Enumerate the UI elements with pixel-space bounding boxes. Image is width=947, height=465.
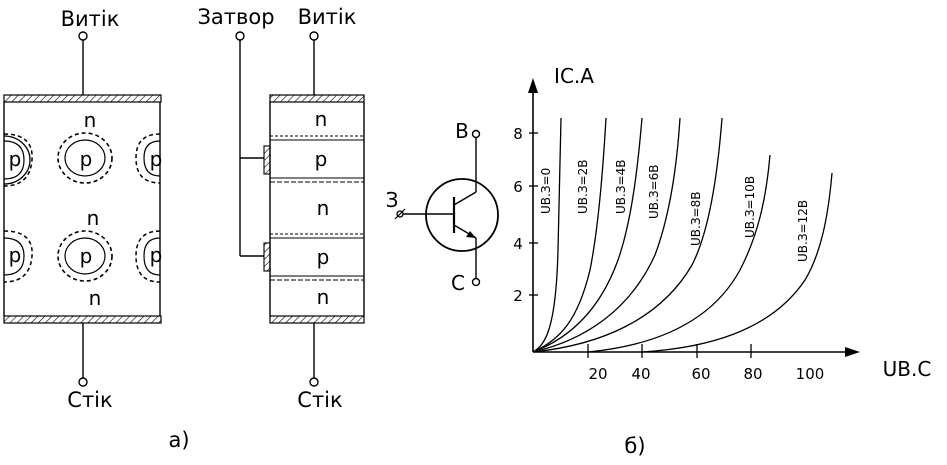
- y-axis-title: IC.A: [554, 64, 594, 88]
- series-curve: [532, 117, 562, 353]
- x-tick-label: 20: [588, 365, 607, 383]
- y-ticks: 2 4 6 8: [513, 125, 538, 305]
- y-tick-label: 8: [513, 125, 523, 143]
- terminal-circle: [471, 129, 481, 139]
- p-region-label: p: [80, 244, 93, 268]
- y-tick-label: 4: [513, 235, 523, 253]
- arrow-icon: [466, 231, 476, 238]
- gate-contact: [263, 145, 271, 175]
- p-region-label: p: [80, 147, 93, 171]
- terminal-circle: [309, 31, 319, 41]
- p-region-label: p: [150, 147, 163, 171]
- x-tick-label: 100: [796, 365, 825, 383]
- p-region-left-edge: [3, 230, 33, 283]
- series-label: UВ.З=2В: [576, 160, 590, 214]
- series-label: UВ.З=6В: [647, 165, 661, 219]
- series-curve: [532, 117, 723, 353]
- series-curve: [532, 117, 607, 353]
- source-terminal-label: В: [455, 119, 469, 143]
- output-characteristics-chart: IC.A UВ.С 2 4 6 8 20 40 60 80 100 UВ.З=0 UВ.З=2В…: [513, 64, 931, 383]
- y-axis-arrow-icon: [528, 78, 538, 93]
- p-region-right-edge: [135, 230, 161, 283]
- x-tick-label: 40: [631, 365, 650, 383]
- series-curve: [532, 117, 643, 353]
- transistor-symbol: В С З: [386, 119, 499, 295]
- layer-label: n: [315, 107, 328, 131]
- layer-label: n: [317, 285, 330, 309]
- drain-terminal-label: С: [451, 271, 465, 295]
- series-curve: [587, 154, 771, 353]
- x-tick-label: 80: [743, 365, 762, 383]
- gate-slash: [394, 208, 406, 220]
- jfet-structure-right: Затвор Витік Стік n p n: [197, 5, 365, 412]
- series-curve: [532, 117, 681, 353]
- n-region-label: n: [84, 108, 97, 132]
- p-region-label: p: [9, 243, 22, 267]
- terminal-circle: [78, 377, 88, 387]
- terminal-circle: [78, 31, 88, 41]
- gate-terminal-label: З: [386, 188, 399, 212]
- caption-b: б): [624, 434, 645, 458]
- x-tick-label: 60: [691, 365, 710, 383]
- series-label: UВ.З=4В: [614, 160, 628, 214]
- p-region-right-edge: [135, 133, 161, 184]
- layer-label: n: [317, 196, 330, 220]
- gate-label: Затвор: [197, 5, 274, 29]
- p-region-label: p: [9, 147, 22, 171]
- n-region-label: n: [87, 206, 100, 230]
- top-contact: [269, 94, 365, 103]
- caption-a: а): [168, 428, 189, 452]
- jfet-structure-left: Витік Стік n n n p p p: [3, 7, 163, 412]
- series-curves: [532, 117, 833, 353]
- series-curve: [641, 172, 833, 353]
- layer-label: p: [317, 245, 330, 269]
- transistor-body-circle: [425, 178, 499, 252]
- source-label-right: Витік: [298, 5, 357, 29]
- drain-label-left: Стік: [67, 388, 112, 412]
- series-label: UВ.З=8В: [689, 192, 703, 246]
- series-label: UВ.З=12В: [796, 200, 810, 262]
- source-connection: [453, 191, 477, 206]
- terminal-circle: [309, 377, 319, 387]
- x-ticks: 20 40 60 80 100: [587, 344, 825, 383]
- terminal-circle: [471, 277, 481, 287]
- n-region-label: n: [89, 286, 102, 310]
- drain-label-right: Стік: [297, 388, 342, 412]
- bottom-contact: [269, 315, 365, 324]
- p-region-left-edge: [3, 133, 33, 187]
- series-label: UВ.З=10В: [743, 176, 757, 238]
- x-axis-arrow-icon: [845, 347, 860, 357]
- p-region-center: [57, 132, 113, 184]
- layer-label: p: [315, 147, 328, 171]
- series-labels: UВ.З=0 UВ.З=2В UВ.З=4В UВ.З=6В UВ.З=8В UВ.З=1…: [539, 160, 810, 262]
- y-tick-label: 6: [513, 178, 523, 196]
- gate-contact: [263, 242, 271, 272]
- gate-terminal-circle: [235, 31, 245, 41]
- p-region-center: [57, 230, 113, 282]
- p-region-label: p: [150, 243, 163, 267]
- x-axis-title: UВ.С: [883, 357, 932, 381]
- top-contact: [3, 94, 162, 103]
- bottom-contact: [3, 315, 162, 324]
- series-label: UВ.З=0: [539, 168, 553, 214]
- y-tick-label: 2: [513, 287, 523, 305]
- source-label-left: Витік: [61, 7, 120, 31]
